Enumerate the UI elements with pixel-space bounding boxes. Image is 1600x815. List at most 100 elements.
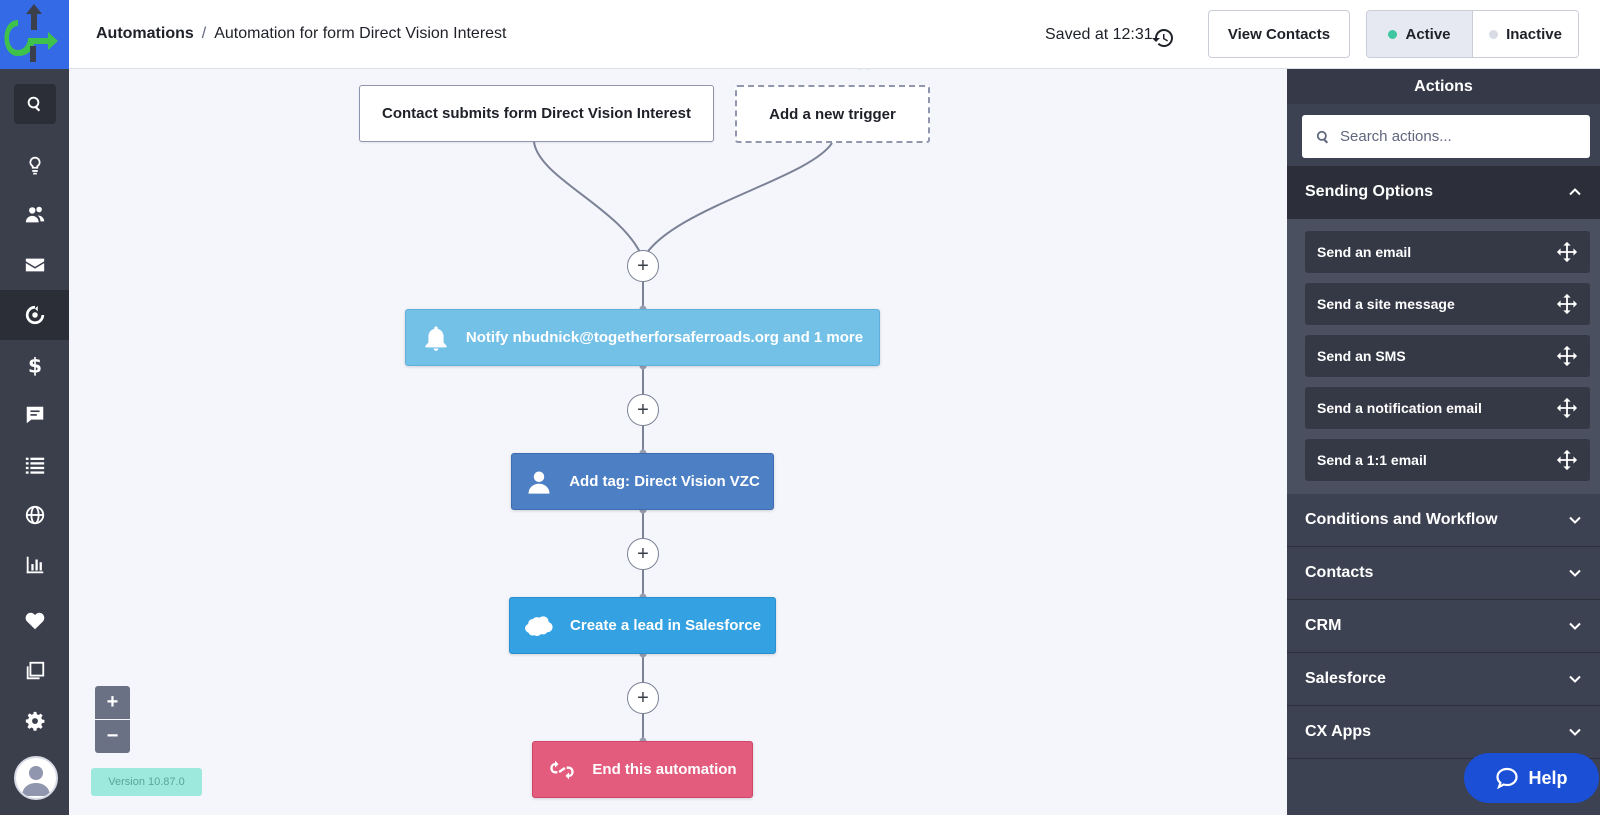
section-label: Contacts — [1305, 564, 1374, 581]
section-conditions-workflow[interactable]: Conditions and Workflow — [1287, 494, 1600, 547]
status-inactive-option[interactable]: Inactive — [1473, 11, 1578, 57]
section-crm[interactable]: CRM — [1287, 600, 1600, 653]
lightbulb-icon — [28, 156, 41, 175]
action-item-send-one-to-one-email[interactable]: Send a 1:1 email — [1305, 439, 1590, 481]
chevron-down-icon — [1569, 622, 1581, 630]
breadcrumb-automations-link[interactable]: Automations — [96, 25, 194, 42]
action-item-label: Send an email — [1317, 244, 1412, 260]
actions-search-input[interactable] — [1340, 128, 1580, 145]
section-contacts[interactable]: Contacts — [1287, 547, 1600, 600]
notify-step-label: Notify nbudnick@togetherforsaferroads.or… — [465, 329, 864, 346]
flow-connectors — [533, 69, 869, 745]
action-item-send-site-message[interactable]: Send a site message — [1305, 283, 1590, 325]
settings-icon — [25, 711, 44, 731]
move-icon[interactable] — [1556, 345, 1578, 367]
help-button[interactable]: Help — [1464, 753, 1599, 803]
view-contacts-button[interactable]: View Contacts — [1208, 10, 1350, 58]
action-item-label: Send a notification email — [1317, 400, 1482, 416]
end-automation-step-label: End this automation — [592, 761, 737, 778]
nav-settings[interactable] — [0, 696, 69, 746]
chevron-down-icon — [1569, 516, 1581, 524]
svg-text:$: $ — [27, 354, 41, 376]
status-active-option[interactable]: Active — [1367, 11, 1473, 57]
user-icon — [528, 471, 550, 494]
end-automation-step-node[interactable]: End this automation — [532, 741, 753, 798]
deals-icon: $ — [27, 354, 41, 376]
section-label: CRM — [1305, 617, 1342, 634]
left-nav: $ — [0, 0, 69, 815]
nav-pages[interactable] — [0, 646, 69, 696]
section-label: Salesforce — [1305, 670, 1386, 687]
move-icon[interactable] — [1556, 293, 1578, 315]
add-trigger-button[interactable]: Add a new trigger — [735, 85, 930, 143]
add-step-button[interactable]: + — [627, 394, 659, 426]
nav-deals[interactable]: $ — [0, 340, 69, 390]
reports-icon — [26, 556, 43, 574]
saved-status: Saved at 12:31 — [1045, 26, 1153, 43]
add-tag-step-node[interactable]: Add tag: Direct Vision VZC — [511, 453, 774, 510]
brand-logo[interactable] — [0, 0, 69, 69]
search-icon — [1316, 130, 1329, 143]
action-item-send-email[interactable]: Send an email — [1305, 231, 1590, 273]
status-toggle: Active Inactive — [1366, 10, 1579, 58]
action-item-label: Send an SMS — [1317, 348, 1406, 364]
nav-site[interactable] — [0, 490, 69, 540]
add-step-button[interactable]: + — [627, 250, 659, 282]
zoom-in-button[interactable]: + — [95, 686, 130, 719]
breadcrumb: Automations / Automation for form Direct… — [96, 25, 507, 43]
status-active-label: Active — [1405, 25, 1451, 43]
section-cx-apps[interactable]: CX Apps — [1287, 706, 1600, 759]
move-icon[interactable] — [1556, 241, 1578, 263]
bell-icon — [425, 325, 447, 351]
nav-search[interactable] — [0, 79, 69, 129]
sending-options-list: Send an email Send a site message Send a… — [1287, 219, 1600, 494]
pages-icon — [26, 661, 44, 680]
nav-lightbulb[interactable] — [0, 140, 69, 190]
chevron-down-icon — [1569, 675, 1581, 683]
avatar-person-icon — [22, 766, 50, 796]
contacts-icon — [25, 206, 44, 223]
nav-email[interactable] — [0, 240, 69, 290]
chevron-down-icon — [1569, 569, 1581, 577]
zoom-out-button[interactable]: − — [95, 720, 130, 753]
automation-canvas[interactable]: Contact submits form Direct Vision Inter… — [69, 69, 1287, 815]
nav-automations[interactable] — [0, 290, 69, 340]
chat-bubble-icon — [1496, 767, 1519, 790]
history-icon[interactable] — [1151, 26, 1175, 50]
section-sending-options-label: Sending Options — [1305, 183, 1433, 200]
lists-icon — [25, 457, 44, 474]
salesforce-lead-step-node[interactable]: Create a lead in Salesforce — [509, 597, 776, 654]
add-tag-step-label: Add tag: Direct Vision VZC — [569, 473, 760, 490]
trigger-node[interactable]: Contact submits form Direct Vision Inter… — [359, 85, 714, 142]
nav-reports[interactable] — [0, 540, 69, 590]
section-salesforce[interactable]: Salesforce — [1287, 653, 1600, 706]
nav-conversations[interactable] — [0, 390, 69, 440]
active-dot-icon — [1388, 29, 1398, 39]
actions-search-box — [1302, 115, 1590, 158]
user-avatar[interactable] — [14, 756, 58, 800]
chevron-up-icon — [1569, 188, 1581, 196]
top-header: Automations / Automation for form Direct… — [69, 0, 1600, 69]
version-badge: Version 10.87.0 — [91, 768, 202, 796]
add-step-button[interactable]: + — [627, 682, 659, 714]
section-sending-options[interactable]: Sending Options — [1287, 166, 1600, 219]
nav-contacts[interactable] — [0, 190, 69, 240]
move-icon[interactable] — [1556, 449, 1578, 471]
status-inactive-label: Inactive — [1506, 25, 1562, 43]
end-loop-icon — [550, 760, 575, 779]
apps-icon — [25, 612, 44, 630]
chevron-down-icon — [1569, 728, 1581, 736]
nav-lists[interactable] — [0, 440, 69, 490]
inactive-dot-icon — [1489, 29, 1499, 39]
site-icon — [25, 505, 44, 525]
notify-step-node[interactable]: Notify nbudnick@togetherforsaferroads.or… — [405, 309, 880, 366]
salesforce-lead-step-label: Create a lead in Salesforce — [570, 617, 761, 634]
conversations-icon — [26, 406, 43, 424]
search-icon — [27, 96, 40, 112]
action-item-send-notification-email[interactable]: Send a notification email — [1305, 387, 1590, 429]
move-icon[interactable] — [1556, 397, 1578, 419]
action-item-send-sms[interactable]: Send an SMS — [1305, 335, 1590, 377]
action-item-label: Send a 1:1 email — [1317, 452, 1427, 468]
nav-apps[interactable] — [0, 596, 69, 646]
add-step-button[interactable]: + — [627, 538, 659, 570]
